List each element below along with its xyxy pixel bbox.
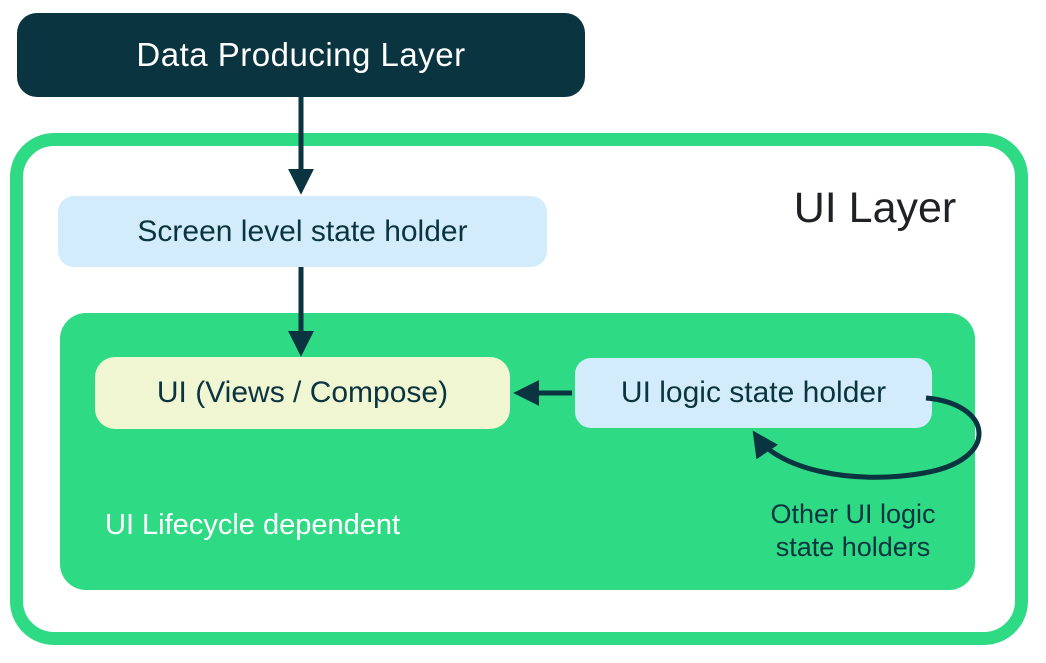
- screen-level-state-holder-node: Screen level state holder: [58, 196, 547, 267]
- screen-level-state-holder-label: Screen level state holder: [137, 214, 468, 248]
- data-producing-layer-node: Data Producing Layer: [17, 13, 585, 97]
- other-ui-logic-state-holders-label: Other UI logic state holders: [770, 499, 936, 562]
- ui-layer-title: UI Layer: [793, 184, 957, 232]
- ui-logic-state-holder-label: UI logic state holder: [620, 376, 887, 409]
- ui-lifecycle-dependent-label: UI Lifecycle dependent: [105, 509, 401, 541]
- data-producing-layer-label: Data Producing Layer: [136, 36, 466, 73]
- ui-views-compose-label: UI (Views / Compose): [156, 376, 449, 409]
- ui-logic-state-holder-node: UI logic state holder: [575, 358, 932, 428]
- ui-views-compose-node: UI (Views / Compose): [95, 357, 510, 429]
